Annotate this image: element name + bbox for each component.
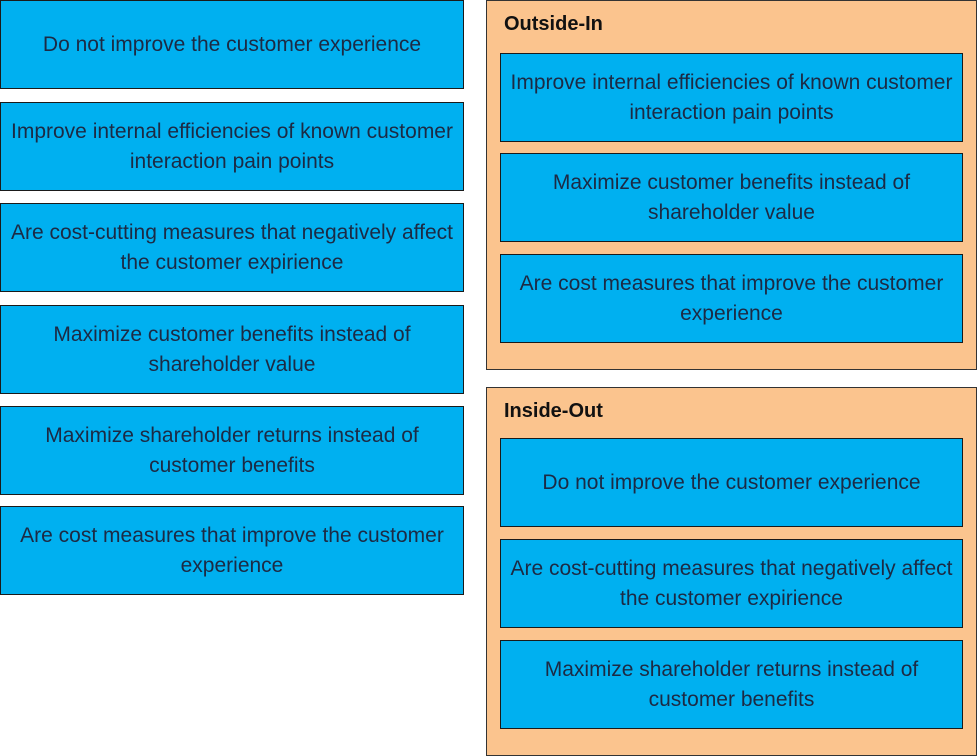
- zone-title: Outside-In: [504, 13, 603, 35]
- drag-item[interactable]: Are cost measures that improve the custo…: [0, 506, 464, 595]
- dropped-item[interactable]: Maximize customer benefits instead of sh…: [500, 153, 963, 242]
- drag-item[interactable]: Do not improve the customer experience: [0, 0, 464, 89]
- drag-item[interactable]: Improve internal efficiencies of known c…: [0, 102, 464, 191]
- drag-item[interactable]: Maximize customer benefits instead of sh…: [0, 305, 464, 394]
- dropped-item[interactable]: Are cost measures that improve the custo…: [500, 254, 963, 343]
- drag-item[interactable]: Maximize shareholder returns instead of …: [0, 406, 464, 495]
- zone-title: Inside-Out: [504, 400, 603, 422]
- dropped-item[interactable]: Are cost-cutting measures that negativel…: [500, 539, 963, 628]
- dropped-item[interactable]: Improve internal efficiencies of known c…: [500, 53, 963, 142]
- dropped-item[interactable]: Maximize shareholder returns instead of …: [500, 640, 963, 729]
- drag-item[interactable]: Are cost-cutting measures that negativel…: [0, 203, 464, 292]
- dropped-item[interactable]: Do not improve the customer experience: [500, 438, 963, 527]
